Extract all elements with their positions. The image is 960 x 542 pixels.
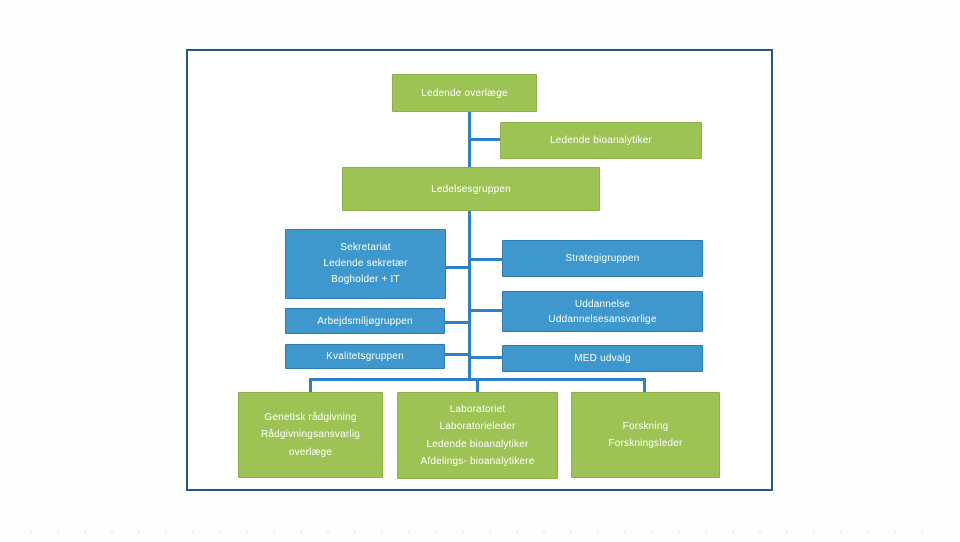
scan-artifact bbox=[30, 531, 930, 534]
node-label: Rådgivningsansvarlig overlæge bbox=[260, 429, 361, 458]
connector-stub-med-udvalg bbox=[471, 356, 503, 359]
node-ledende-bioanalytiker: Ledende bioanalytiker bbox=[500, 122, 702, 159]
node-label: Ledende bioanalytiker bbox=[426, 438, 529, 450]
connector-spine-top bbox=[468, 111, 471, 168]
node-label: Uddannelse bbox=[574, 298, 631, 310]
connector-stub-strategigruppen bbox=[471, 258, 503, 261]
node-label: Ledende sekretær bbox=[323, 258, 408, 269]
node-ledende-overlaege: Ledende overlæge bbox=[392, 74, 537, 112]
node-label: Genetisk rådgivning bbox=[264, 411, 357, 423]
connector-drop-forskning bbox=[643, 378, 646, 393]
connector-stub-sekretariat bbox=[444, 266, 468, 269]
node-label: Laboratoriet bbox=[449, 403, 506, 415]
node-uddannelse: Uddannelse Uddannelsesansvarlige bbox=[502, 291, 703, 332]
connector-stub-ledende-bioanalytiker bbox=[470, 138, 502, 141]
node-label: Ledende bioanalytiker bbox=[549, 135, 653, 146]
node-label: Afdelings- bioanalytikere bbox=[420, 456, 535, 467]
node-genetisk-raadgivning: Genetisk rådgivning Rådgivningsansvarlig… bbox=[238, 392, 383, 478]
node-arbejdsmiljoegruppen: Arbejdsmiljøgruppen bbox=[285, 308, 445, 334]
node-label: Ledende overlæge bbox=[421, 87, 508, 99]
connector-drop-laboratoriet bbox=[476, 378, 479, 393]
node-label: Bogholder + IT bbox=[331, 274, 400, 285]
node-label: Strategigruppen bbox=[565, 253, 640, 264]
node-label: Kvalitetsgruppen bbox=[326, 351, 404, 362]
connector-spine-main bbox=[468, 210, 471, 380]
node-forskning: Forskning Forskningsleder bbox=[571, 392, 720, 478]
connector-stub-uddannelse bbox=[471, 309, 503, 312]
node-label: MED udvalg bbox=[574, 353, 631, 364]
node-label: Sekretariat bbox=[340, 242, 391, 253]
node-label: Forskning bbox=[622, 420, 669, 432]
node-ledelsesgruppen: Ledelsesgruppen bbox=[342, 167, 600, 211]
node-label: Forskningsleder bbox=[608, 438, 683, 449]
node-laboratoriet: Laboratoriet Laboratorieleder Ledende bi… bbox=[397, 392, 558, 479]
node-label: Laboratorieleder bbox=[439, 421, 516, 432]
connector-stub-kvalitetsgruppen bbox=[444, 353, 468, 356]
connector-stub-arbejdsmiljoegruppen bbox=[444, 321, 468, 324]
node-label: Uddannelsesansvarlige bbox=[548, 313, 657, 325]
node-label: Ledelsesgruppen bbox=[431, 183, 511, 195]
connector-drop-genetisk bbox=[309, 378, 312, 393]
node-kvalitetsgruppen: Kvalitetsgruppen bbox=[285, 344, 445, 369]
node-strategigruppen: Strategigruppen bbox=[502, 240, 703, 277]
node-med-udvalg: MED udvalg bbox=[502, 345, 703, 372]
node-label: Arbejdsmiljøgruppen bbox=[317, 315, 413, 327]
node-sekretariat: Sekretariat Ledende sekretær Bogholder +… bbox=[285, 229, 446, 299]
